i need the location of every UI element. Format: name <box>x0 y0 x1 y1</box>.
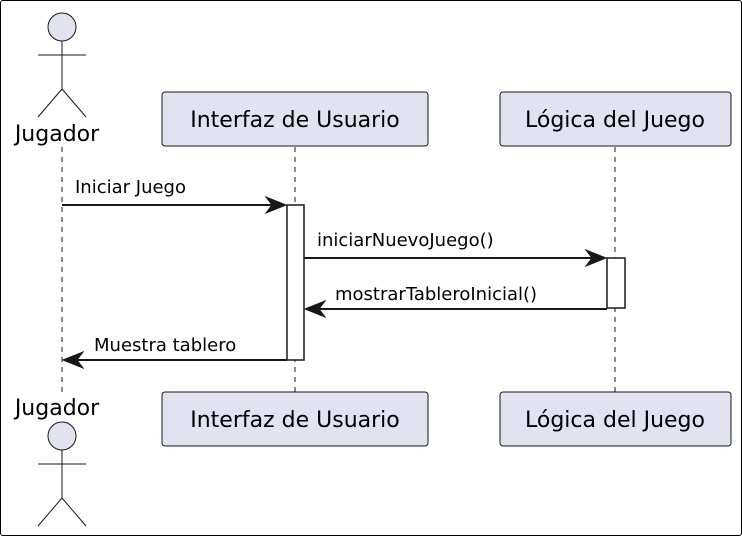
participant-logic-bottom: Lógica del Juego <box>499 391 732 447</box>
message-iniciar-nuevo-juego: iniciarNuevoJuego() <box>304 230 608 268</box>
message-mostrar-tablero-inicial: mostrarTableroInicial() <box>303 284 607 319</box>
actor-label-top: Jugador <box>13 122 100 147</box>
arrow-right-icon <box>584 248 608 268</box>
participant-label: Lógica del Juego <box>525 108 705 133</box>
activation-ui <box>286 204 305 361</box>
participant-ui-bottom: Interfaz de Usuario <box>161 391 429 447</box>
participant-label: Lógica del Juego <box>525 408 705 433</box>
participant-box <box>499 91 732 147</box>
message-label: Iniciar Juego <box>75 177 186 198</box>
actor-player-bottom: Jugador <box>13 396 100 527</box>
actor-head-icon <box>47 12 77 42</box>
participant-box <box>499 391 732 447</box>
actor-player-top: Jugador <box>13 12 100 147</box>
message-label: iniciarNuevoJuego() <box>317 230 494 251</box>
message-label: Muestra tablero <box>94 335 236 356</box>
participant-box <box>161 391 429 447</box>
participant-label: Interfaz de Usuario <box>190 108 400 133</box>
message-iniciar-juego: Iniciar Juego <box>62 177 288 215</box>
participant-label: Interfaz de Usuario <box>190 408 400 433</box>
participant-box <box>161 91 429 147</box>
message-label: mostrarTableroInicial() <box>335 284 537 305</box>
actor-head-icon <box>47 421 77 451</box>
message-muestra-tablero: Muestra tablero <box>61 335 287 370</box>
actor-right-leg <box>61 88 87 118</box>
arrow-right-icon <box>264 195 288 215</box>
participant-ui-top: Interfaz de Usuario <box>161 91 429 147</box>
actor-label-bottom: Jugador <box>13 396 100 421</box>
actor-left-leg <box>37 497 63 527</box>
activation-logic <box>606 257 626 309</box>
participant-logic-top: Lógica del Juego <box>499 91 732 147</box>
arrow-left-icon <box>61 350 85 370</box>
actor-right-leg <box>61 497 87 527</box>
arrow-left-icon <box>303 299 327 319</box>
actor-left-leg <box>37 88 63 118</box>
